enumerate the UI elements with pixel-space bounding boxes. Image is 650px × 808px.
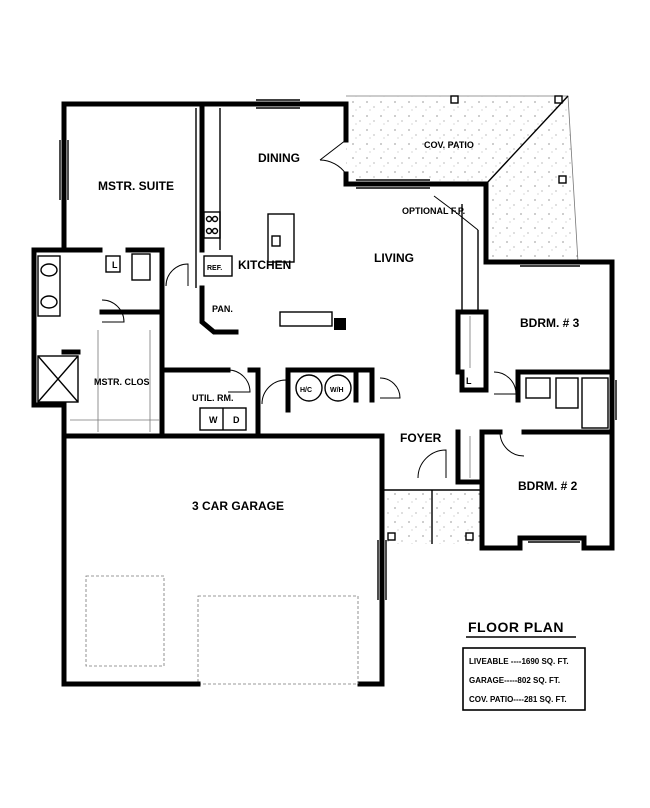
patio-post-icon <box>554 95 563 104</box>
covered-patio-area <box>346 95 579 263</box>
entry-porch-area <box>384 489 480 544</box>
dining-label: DINING <box>258 151 300 165</box>
fixtures <box>37 211 609 478</box>
porch-post-icon <box>387 532 396 541</box>
shower-icon <box>37 355 79 403</box>
exterior-walls <box>31 101 615 687</box>
wh-label: W/H <box>330 387 344 394</box>
toilet-icon <box>131 253 151 281</box>
ref-label: REF. <box>207 265 222 272</box>
living-label: LIVING <box>374 251 414 265</box>
foyer-label: FOYER <box>400 431 442 445</box>
vanity-icon <box>555 377 579 409</box>
hc-label: H/C <box>300 387 312 394</box>
bathtub-icon <box>581 377 609 429</box>
linen-icon <box>105 255 121 273</box>
windows <box>59 99 617 600</box>
vanity-icon <box>37 255 61 317</box>
patio-post-icon <box>558 175 567 184</box>
sink-icon <box>40 263 58 277</box>
range-icon <box>203 211 221 239</box>
hearth-icon <box>279 311 333 327</box>
toilet-icon <box>525 377 551 399</box>
room-labels: MSTR. SUITE DINING COV. PATIO OPTIONAL F… <box>94 140 580 513</box>
water-heater-icon <box>324 374 352 402</box>
door-swings <box>101 139 525 479</box>
patio-post-icon <box>450 95 459 104</box>
fireplace-icon <box>334 318 346 330</box>
porch-post-icon <box>465 532 474 541</box>
interior-walls <box>61 101 615 485</box>
patio-area: COV. PATIO----281 SQ. FT. <box>469 695 567 704</box>
cov-patio-label: COV. PATIO <box>424 140 474 150</box>
garage-area: GARAGE-----802 SQ. FT. <box>469 676 560 685</box>
hvac-icon <box>295 374 323 402</box>
sink-icon <box>40 295 58 309</box>
sink-icon <box>271 235 281 247</box>
util-rm-label: UTIL. RM. <box>192 393 234 403</box>
bdrm3-label: BDRM. # 3 <box>520 316 580 330</box>
master-suite-label: MSTR. SUITE <box>98 179 174 193</box>
optional-fp-label: OPTIONAL F.P. <box>402 206 465 216</box>
linen-label: L <box>466 376 472 386</box>
garage-label: 3 CAR GARAGE <box>192 499 284 513</box>
dryer-label: D <box>233 415 240 425</box>
refrigerator-icon <box>203 255 233 277</box>
legend-title: FLOOR PLAN <box>468 619 564 635</box>
liveable-area: LIVEABLE ----1690 SQ. FT. <box>469 657 569 666</box>
mstr-clos-label: MSTR. CLOS <box>94 377 150 387</box>
linen-label: L <box>112 260 118 270</box>
washer-label: W <box>209 415 218 425</box>
pantry-label: PAN. <box>212 304 233 314</box>
bdrm2-label: BDRM. # 2 <box>518 479 578 493</box>
kitchen-island-icon <box>267 213 295 263</box>
kitchen-label: KITCHEN <box>238 258 291 272</box>
garage-doors <box>85 575 359 687</box>
floor-plan-legend: FLOOR PLAN LIVEABLE ----1690 SQ. FT. GAR… <box>462 619 586 711</box>
